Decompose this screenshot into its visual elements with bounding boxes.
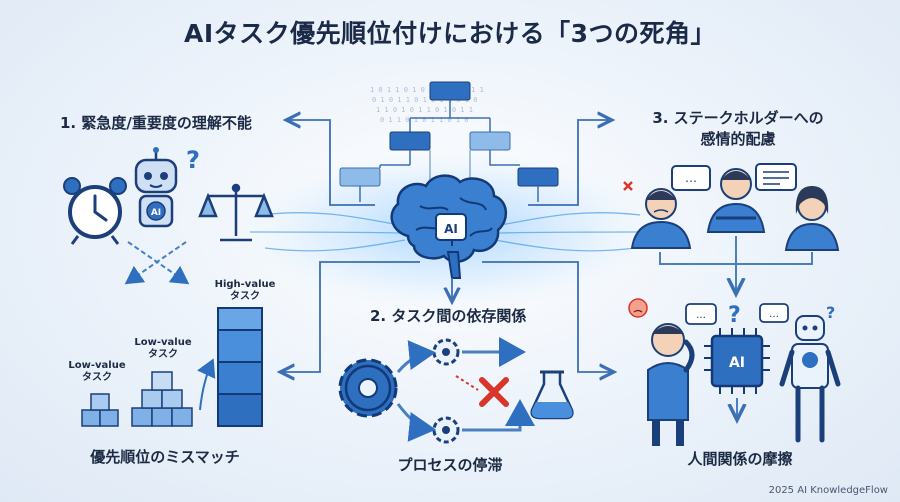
brain-ai-label: AI (444, 222, 458, 236)
small-gear-bottom-icon (432, 416, 460, 444)
svg-text:…: … (769, 309, 779, 320)
humanoid-robot-icon (779, 315, 841, 443)
flowchart (339, 81, 559, 202)
robot-ai-badge: AI (151, 208, 161, 218)
alarm-clock-icon (63, 177, 127, 245)
sad-face-icon (628, 298, 648, 318)
anger-mark-icon (623, 181, 633, 191)
svg-text:…: … (685, 171, 697, 185)
ai-brain-icon (390, 174, 507, 279)
low-value-cubes-medium (131, 371, 193, 427)
low-value-mid-label-jp: タスク (148, 349, 178, 360)
page-title: AIタスク優先順位付けにおける「3つの死角」 (183, 19, 717, 48)
convergence-arrows (659, 236, 813, 292)
question-mark-icon: ? (186, 146, 200, 174)
high-value-label-jp: タスク (230, 291, 260, 302)
svg-text:0 1 1 0 1 0 1 1 0 1 0: 0 1 1 0 1 0 1 1 0 1 0 (380, 116, 469, 124)
cross-arrows-icon (124, 241, 190, 285)
high-value-tower (217, 307, 263, 427)
blocked-dashed-arrow (455, 375, 479, 391)
section1-title: 1. 緊急度/重要度の理解不能 (60, 114, 252, 132)
high-value-label-en: High-value (214, 279, 276, 290)
section2-caption: プロセスの停滞 (397, 456, 503, 474)
chip-ai-label: AI (729, 355, 745, 371)
footer-credit: 2025 AI KnowledgeFlow (768, 485, 888, 496)
high-value-label: High-value タスク (205, 279, 285, 303)
svg-text:…: … (696, 310, 706, 321)
svg-text:1 1 0 1 0 1 1 0 1 0 1 1: 1 1 0 1 0 1 1 0 1 0 1 1 (376, 106, 473, 114)
blocked-x-icon (479, 377, 509, 407)
thought-bubble-icon: … (685, 303, 717, 325)
crossed-arms-person-icon (706, 168, 766, 233)
growth-arrow (197, 358, 216, 411)
section3-title: 3. ステークホルダーへの 感情的配慮 (628, 107, 848, 149)
light-streaks (249, 211, 651, 252)
robot-bubble-icon: … (759, 303, 789, 323)
speech-bubble-icon: … (671, 165, 711, 191)
woman-person-icon (784, 186, 840, 251)
flask-icon (530, 370, 574, 420)
large-gear-icon (338, 358, 398, 418)
confused-person-icon (647, 323, 695, 446)
question-mark-center-icon: ? (728, 303, 741, 328)
section2-title: 2. タスク間の依存関係 (370, 307, 527, 325)
small-gear-top-icon (432, 338, 460, 366)
low-value-label-jp: タスク (82, 372, 112, 383)
low-value-mid-label-en: Low-value (134, 337, 192, 348)
question-mark-robot-icon: ? (826, 303, 835, 322)
scales-icon (198, 183, 274, 242)
section3-title-line1: 3. ステークホルダーへの (652, 109, 824, 127)
low-value-label-en: Low-value (68, 360, 126, 371)
document-bubble-icon (755, 163, 797, 191)
ai-chip-icon (704, 328, 770, 394)
low-value-mid-label: Low-value タスク (128, 337, 198, 361)
section3-caption: 人間関係の摩擦 (687, 450, 793, 468)
svg-text:1 0 1 1 0 1 0 1 1 0 1 0 1 1: 1 0 1 1 0 1 0 1 1 0 1 0 1 1 (370, 86, 484, 94)
binary-digits: 1 0 1 1 0 1 0 1 1 0 1 0 1 1 0 1 0 1 1 0 … (370, 86, 484, 124)
connector-arrows (282, 120, 612, 372)
svg-text:0 1 0 1 1 0 1 0 1 1 0 1 0: 0 1 0 1 1 0 1 0 1 1 0 1 0 (372, 96, 477, 104)
section3-title-line2: 感情的配慮 (700, 130, 776, 148)
robot-icon (134, 147, 178, 228)
low-value-cubes-small (81, 393, 119, 427)
section1-caption: 優先順位のミスマッチ (90, 448, 240, 466)
angry-person-icon (630, 188, 692, 249)
low-value-label: Low-value タスク (62, 360, 132, 384)
process-arrows (396, 337, 535, 442)
